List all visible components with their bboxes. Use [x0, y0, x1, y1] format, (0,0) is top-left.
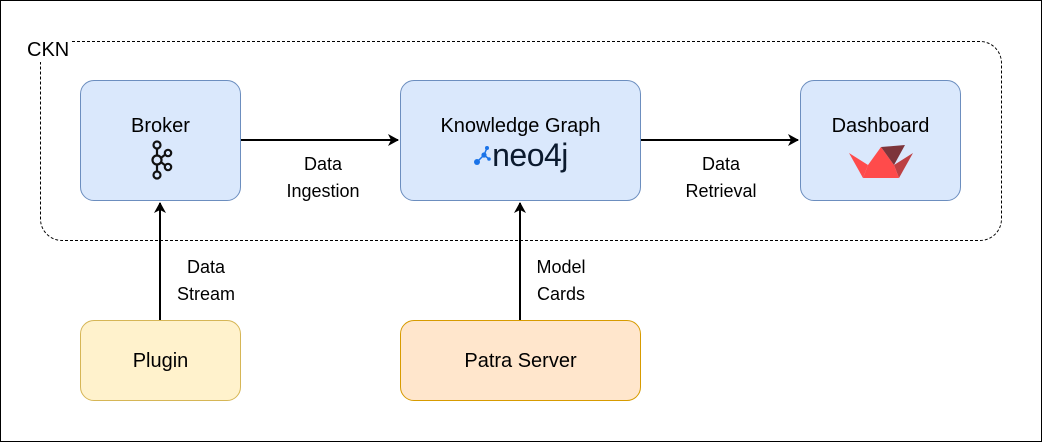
edge-label-line: Data	[701, 154, 741, 174]
edge-label-model-cards: Model Cards	[524, 254, 598, 308]
patra-server-node[interactable]: Patra Server	[400, 320, 641, 401]
streamlit-logo	[848, 145, 913, 178]
dashboard-label: Dashboard	[831, 115, 930, 137]
neo4j-graph-icon	[474, 146, 491, 165]
edge-label-line: Model	[536, 257, 586, 277]
kafka-icon	[150, 140, 172, 180]
neo4j-logo: neo4j	[473, 137, 568, 173]
edge-label-line: Ingestion	[286, 181, 360, 201]
patra-server-label: Patra Server	[464, 349, 577, 372]
edge-label-line: Cards	[536, 284, 585, 304]
neo4j-logo-text: neo4j	[492, 137, 568, 173]
edge-label-data-ingestion: Data Ingestion	[268, 151, 378, 205]
broker-node[interactable]: Broker	[80, 80, 241, 201]
dashboard-node[interactable]: Dashboard	[800, 80, 961, 201]
ckn-group-label: CKN	[24, 39, 73, 62]
edge-label-line: Retrieval	[685, 181, 757, 201]
broker-label: Broker	[131, 115, 190, 137]
knowledge-graph-label: Knowledge Graph	[440, 115, 601, 137]
plugin-label: Plugin	[132, 349, 189, 372]
edge-label-line: Data	[303, 154, 343, 174]
edge-label-line: Stream	[176, 284, 236, 304]
knowledge-graph-node[interactable]: Knowledge Graph neo4j	[400, 80, 641, 201]
edge-label-data-retrieval: Data Retrieval	[668, 151, 774, 205]
edge-label-data-stream: Data Stream	[168, 254, 244, 308]
edge-label-line: Data	[186, 257, 226, 277]
plugin-node[interactable]: Plugin	[80, 320, 241, 401]
